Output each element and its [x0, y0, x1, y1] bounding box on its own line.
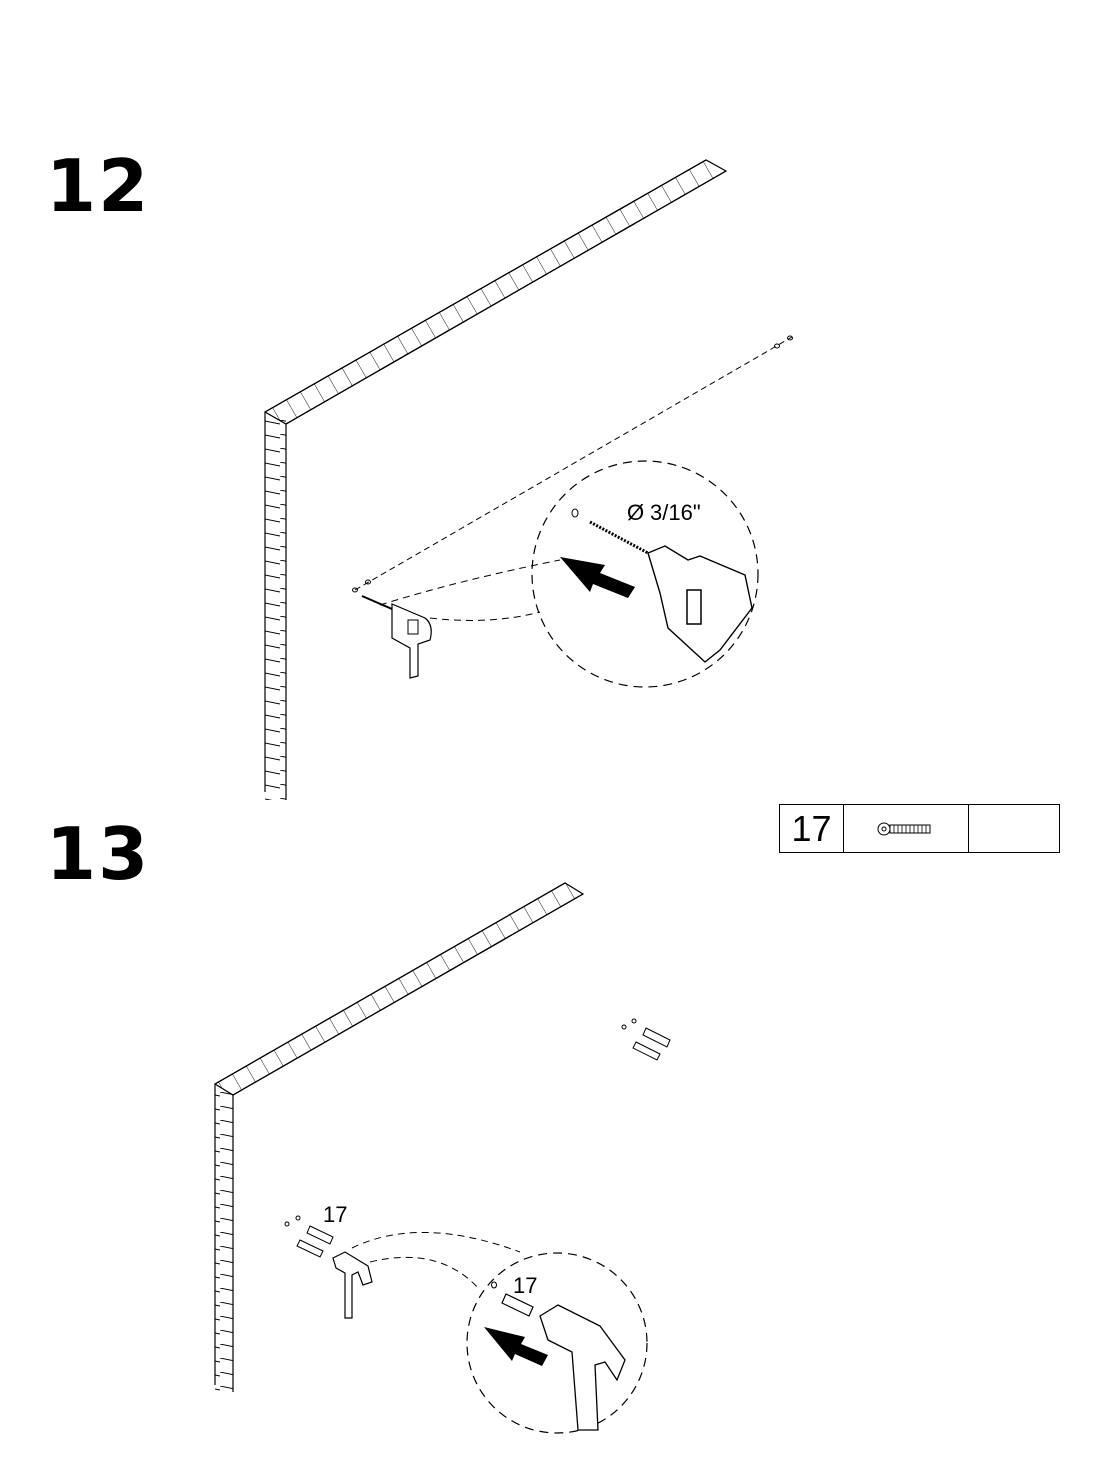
- zoom-callout-12: [380, 461, 758, 687]
- anchor-zoom-label: 17: [513, 1273, 537, 1298]
- wall-anchors-upper: [622, 1019, 670, 1060]
- drill-guide-line: [353, 336, 793, 592]
- anchor-callout-label: 17: [323, 1202, 347, 1227]
- part-number-cell: 17: [780, 805, 844, 852]
- parts-table: 17: [779, 804, 1060, 853]
- part-quantity-cell: [969, 805, 1059, 852]
- zoom-callout-13: [352, 1232, 647, 1433]
- wall-section-12: [265, 160, 726, 800]
- drill-diameter-symbol: Ø: [627, 500, 644, 525]
- hammer-icon: [333, 1252, 372, 1318]
- drill-icon: [362, 596, 431, 678]
- part-image-cell: [844, 805, 969, 852]
- drill-size-label: 3/16": [650, 500, 701, 525]
- wall-anchor-icon: [876, 821, 936, 837]
